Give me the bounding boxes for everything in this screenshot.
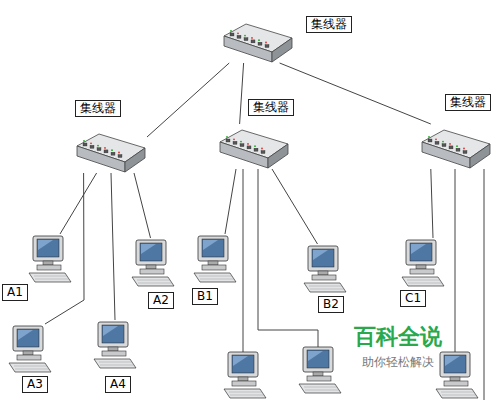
computer-node: A4 (90, 320, 140, 370)
hub-node: 集线器 (75, 128, 147, 173)
computer-icon (436, 352, 478, 398)
computer-icon (128, 238, 178, 288)
computer-icon (398, 238, 448, 288)
network-cable (484, 169, 485, 400)
computer-node: A3 (5, 324, 55, 374)
computer-label: A3 (22, 376, 48, 393)
computer-node: A1 (25, 234, 75, 284)
computer-icon (25, 234, 75, 284)
computer-label: A4 (105, 376, 131, 393)
network-cable (243, 169, 244, 352)
computer-node: A2 (128, 238, 178, 288)
computer-label: C1 (400, 290, 426, 307)
computer-icon (90, 320, 140, 370)
computer-icon (5, 324, 55, 374)
computer-node: B2 (300, 244, 350, 294)
computer-label: B2 (318, 296, 344, 313)
computer-label: A2 (148, 292, 174, 309)
network-cable (60, 173, 97, 234)
network-cable (111, 173, 115, 320)
hub-label: 集线器 (445, 94, 491, 111)
network-cable (134, 173, 151, 238)
network-cable (455, 169, 456, 352)
computer-icon (299, 347, 341, 393)
computer-node: B1 (190, 234, 240, 284)
computer-label: A1 (2, 284, 28, 301)
network-cable (147, 63, 229, 137)
computer-node: C1 (398, 238, 448, 288)
hub-label: 集线器 (248, 99, 294, 116)
network-cable (225, 169, 236, 234)
watermark: 百科全说 (352, 324, 444, 350)
hub-icon (75, 128, 147, 173)
hub-node: 集线器 (218, 124, 290, 169)
computer-icon (190, 234, 240, 284)
computer-label: B1 (192, 288, 218, 305)
hub-icon (420, 124, 492, 169)
hub-node: 集线器 (420, 124, 492, 169)
hub-node: 集线器 (222, 18, 294, 63)
computer-icon (224, 352, 266, 398)
hub-icon (222, 18, 294, 63)
network-cable (280, 63, 431, 124)
network-cable (240, 63, 244, 124)
watermark: 助你轻松解决 (360, 354, 436, 370)
hub-label: 集线器 (75, 100, 121, 117)
hub-label: 集线器 (306, 16, 352, 33)
network-cable (431, 169, 433, 238)
computer-icon (300, 244, 350, 294)
network-cable (272, 169, 318, 244)
hub-icon (218, 124, 290, 169)
